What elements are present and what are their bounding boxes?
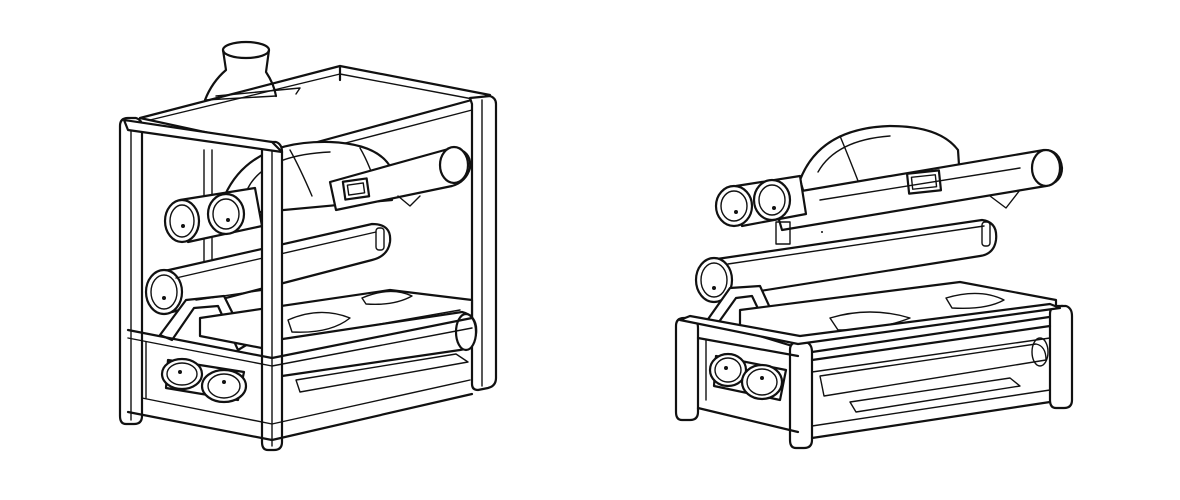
front-top-rail	[122, 118, 284, 154]
upper-gauges-2	[714, 174, 808, 245]
base-rear-post	[1048, 304, 1074, 410]
base-left-post	[674, 316, 700, 422]
base-mid-post	[788, 340, 814, 450]
middle-roller-2	[694, 218, 998, 304]
rear-post	[468, 94, 498, 392]
upper-roller-2	[770, 148, 1064, 232]
lower-gauges-2	[708, 352, 788, 402]
lower-box	[126, 316, 474, 360]
intake-funnel	[203, 40, 301, 102]
lower-gauges	[160, 357, 248, 404]
base-box	[674, 302, 1074, 450]
collapsed-frame-view	[674, 124, 1074, 450]
upper-gauges	[163, 186, 264, 244]
upper-roller	[328, 145, 472, 212]
tray-handle	[158, 289, 265, 352]
open-frame-view	[118, 40, 498, 452]
